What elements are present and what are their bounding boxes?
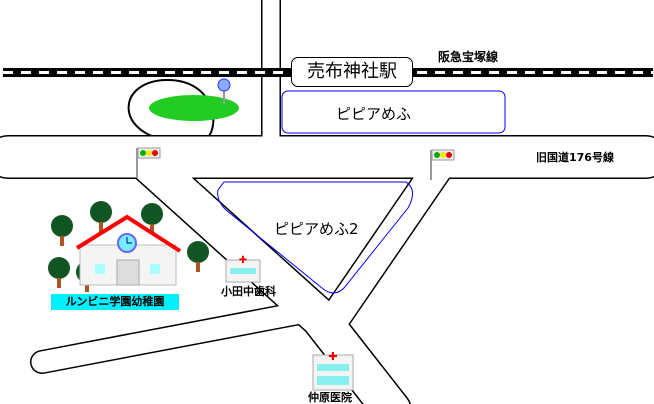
clinic-label: 仲原医院 [308, 391, 352, 404]
svg-text:✚: ✚ [328, 350, 337, 363]
clinic-building-icon: ✚ [312, 350, 354, 391]
mall1-outline [281, 90, 506, 134]
main-road-label: 旧国道176号線 [536, 151, 614, 164]
kindergarten-label: ルンビニ学園幼稚園 [51, 294, 179, 310]
railway-name: 阪急宝塚線 [438, 50, 499, 64]
mall2-label: ピピアめふ2 [274, 220, 359, 238]
dentist-building-icon: ✚ [225, 255, 261, 283]
park [149, 95, 239, 121]
mall2-outline [217, 181, 413, 294]
traffic-light-icon [430, 149, 455, 180]
traffic-light-icon [136, 147, 161, 178]
station-label: 売布神社駅 [291, 57, 413, 87]
dentist-label: 小田中歯科 [221, 285, 276, 298]
mall1-label: ピピアめふ [336, 105, 412, 123]
svg-text:✚: ✚ [239, 255, 247, 266]
bus-stop-icon [217, 78, 231, 104]
kindergarten-building-icon [75, 214, 182, 286]
